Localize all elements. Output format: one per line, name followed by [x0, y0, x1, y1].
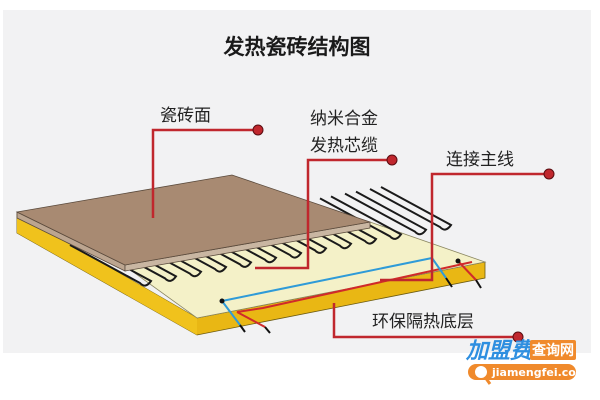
magnifier-icon: [473, 364, 489, 380]
cable-loop: [294, 200, 378, 245]
cable-loop: [69, 242, 153, 287]
label-insulation: 环保隔热底层: [372, 312, 474, 332]
label-tile-surface: 瓷砖面: [160, 106, 211, 126]
cable-loop: [94, 237, 178, 282]
diagram-title: 发热瓷砖结构图: [223, 35, 371, 59]
cable-loop: [269, 204, 353, 250]
label-main-wire: 连接主线: [446, 150, 514, 170]
cable-loop: [169, 223, 253, 268]
watermark-badge: 查询网: [532, 342, 574, 359]
heating-cable: [69, 186, 453, 287]
watermark-url: jiamengfei.com: [491, 366, 587, 379]
cable-loop: [119, 232, 203, 278]
cable-loop: [244, 209, 328, 254]
connection-wires: [219, 257, 482, 334]
watermark-logo: 加盟费 查询网 jiamengfei.com: [465, 339, 587, 385]
watermark-brand: 加盟费: [465, 339, 534, 364]
callout-insulation: 环保隔热底层: [332, 303, 524, 343]
callout-heating-cable: 纳米合金 发热芯缆: [255, 109, 398, 270]
cable-loop: [344, 190, 428, 236]
callout-tile-surface: 瓷砖面: [151, 106, 264, 218]
callout-main-wire: 连接主线: [380, 150, 555, 282]
label-cable-line2: 发热芯缆: [310, 136, 378, 156]
cable-loop: [219, 214, 303, 259]
cable-loop: [194, 218, 278, 264]
cable-loop: [144, 228, 228, 273]
cable-loop: [369, 186, 453, 231]
cable-loop: [319, 195, 403, 240]
label-cable-line1: 纳米合金: [310, 109, 378, 129]
